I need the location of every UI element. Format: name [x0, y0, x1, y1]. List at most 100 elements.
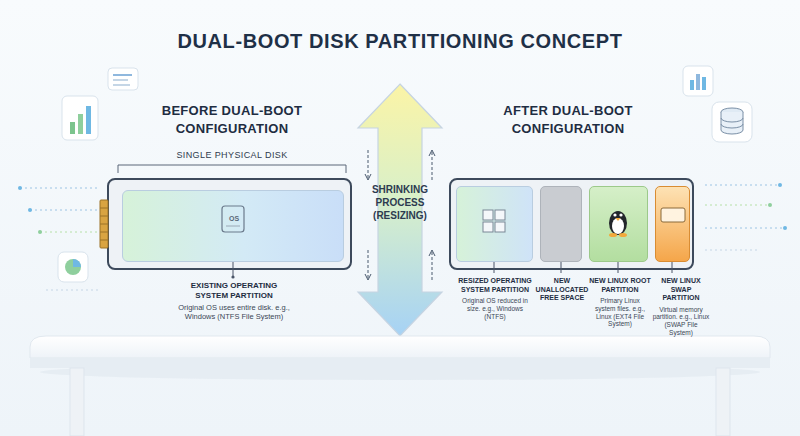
right-decor-part — [705, 205, 770, 206]
tux-logo-part — [616, 218, 621, 221]
leader-lines-part — [231, 275, 234, 278]
right-decor-part — [768, 203, 772, 207]
tux-logo-part — [609, 233, 617, 237]
leader-lines-part — [494, 262, 495, 273]
right-decor — [683, 66, 787, 250]
os-icon — [222, 206, 244, 232]
left-decor-part — [40, 232, 100, 233]
tux-logo-part — [619, 213, 622, 216]
disk-connector-part — [100, 224, 108, 225]
left-decor-part — [62, 96, 98, 140]
left-decor-part — [58, 252, 88, 282]
tux-logo — [609, 211, 627, 237]
resize-arrow-part — [368, 250, 369, 278]
right-decor-part — [712, 102, 752, 142]
windows-logo-part — [483, 210, 493, 220]
windows-logo-part — [483, 222, 493, 232]
os-partition: OSEXISTING OPERATING SYSTEM PARTITIONOri… — [122, 190, 344, 262]
partition-heading: RESIZED OPERATING SYSTEM PARTITION — [456, 277, 534, 294]
right-decor-part — [721, 118, 743, 128]
disk-bracket — [118, 165, 346, 173]
right-decor-part — [721, 112, 743, 134]
right-decor-part — [696, 74, 700, 90]
left-decor-part — [113, 74, 132, 76]
physical-disk: BEFORE DUAL-BOOT CONFIGURATIONSINGLE PHY… — [107, 178, 352, 270]
right-decor-part — [705, 185, 780, 186]
right-decor-part — [783, 226, 787, 230]
windows-logo-part — [495, 222, 505, 232]
leader-lines-part — [618, 262, 619, 273]
right-decor-part — [705, 250, 760, 251]
resize-arrow-part — [432, 152, 433, 180]
callout-text: RESIZED OPERATING SYSTEM PARTITION Origin… — [456, 277, 534, 320]
leader-lines-part — [561, 262, 562, 273]
tux-logo-part — [613, 213, 616, 216]
table-part — [70, 368, 84, 436]
partition-note: Primary Linux system files. e.g., Linux … — [589, 297, 651, 328]
left-decor-part — [28, 208, 32, 212]
right-decor-part — [778, 183, 782, 187]
partition-heading: NEW UNALLOCATED FREE SPACE — [533, 277, 591, 303]
left-decor-part — [108, 68, 138, 90]
icon-text: SWAP — [662, 212, 686, 219]
left-decor-part — [86, 106, 91, 134]
partition-note: Virtual memory partition. e.g., Linux (S… — [652, 306, 710, 337]
left-decor-part — [78, 114, 83, 134]
swap-badge — [661, 208, 685, 222]
left-decor-part — [113, 84, 130, 86]
disk-label: SINGLE PHYSICAL DISK — [152, 150, 312, 161]
table-part — [716, 368, 730, 436]
section-heading: AFTER DUAL-BOOT CONFIGURATION — [468, 102, 668, 137]
table — [30, 336, 770, 436]
callout-text: EXISTING OPERATING SYSTEM PARTITION Origi… — [159, 281, 309, 321]
disk-connector-part — [100, 216, 108, 217]
resize-arrow-part — [365, 274, 371, 280]
resize-arrow-part — [365, 174, 371, 180]
windows-logo-part — [495, 210, 505, 220]
section-heading: BEFORE DUAL-BOOT CONFIGURATION — [132, 102, 332, 137]
partition-heading: NEW LINUX SWAP PARTITION — [652, 277, 710, 303]
icon-text: OS — [223, 215, 245, 223]
right-decor-part — [705, 228, 785, 229]
swap-partition: SWAPNEW LINUX SWAP PARTITIONVirtual memo… — [655, 186, 690, 262]
linux-partition: NEW LINUX ROOT PARTITIONPrimary Linux sy… — [589, 186, 648, 262]
physical-disk: AFTER DUAL-BOOT CONFIGURATIONRESIZED OPE… — [449, 178, 694, 270]
left-decor-part — [20, 188, 100, 189]
free-space: NEW UNALLOCATED FREE SPACE — [540, 186, 582, 262]
left-decor-part — [65, 259, 81, 275]
left-decor-part — [70, 122, 75, 134]
os-partition: RESIZED OPERATING SYSTEM PARTITIONOrigin… — [456, 186, 533, 262]
left-decor-part — [113, 79, 128, 81]
resize-arrow-part — [429, 150, 435, 156]
left-decor-part — [30, 210, 100, 211]
callout-text: NEW LINUX SWAP PARTITION Virtual memory p… — [652, 277, 710, 337]
partition-heading: NEW LINUX ROOT PARTITION — [589, 277, 651, 294]
right-decor-part — [690, 80, 694, 90]
leader-lines-part — [233, 262, 234, 277]
table-part — [30, 358, 770, 368]
right-decor-part — [683, 66, 713, 96]
partition-note: Original OS uses entire disk. e.g., Wind… — [170, 303, 298, 321]
process-label: SHRINKING PROCESS (RESIZING) — [352, 183, 448, 222]
windows-logo — [483, 210, 505, 232]
disk-connector-part — [100, 200, 108, 248]
resize-arrow-part — [432, 252, 433, 280]
resize-arrow-part — [429, 250, 435, 256]
tux-logo-part — [612, 218, 624, 234]
tux-logo-part — [609, 211, 627, 235]
partition-heading: EXISTING OPERATING SYSTEM PARTITION — [177, 281, 292, 300]
disk-connector-part — [100, 208, 108, 209]
disk-connector — [100, 200, 108, 248]
tux-logo-part — [619, 233, 627, 237]
disk-connector-part — [100, 240, 108, 241]
os-icon-part — [226, 226, 240, 227]
os-icon-part — [222, 206, 244, 232]
left-decor-part — [73, 259, 81, 267]
resize-arrow-part — [368, 150, 369, 178]
partition-note: Original OS reduced in size. e.g., Windo… — [456, 297, 534, 320]
disk-connector-part — [100, 232, 108, 233]
left-decor-part — [38, 230, 42, 234]
left-decor-part — [46, 290, 100, 291]
